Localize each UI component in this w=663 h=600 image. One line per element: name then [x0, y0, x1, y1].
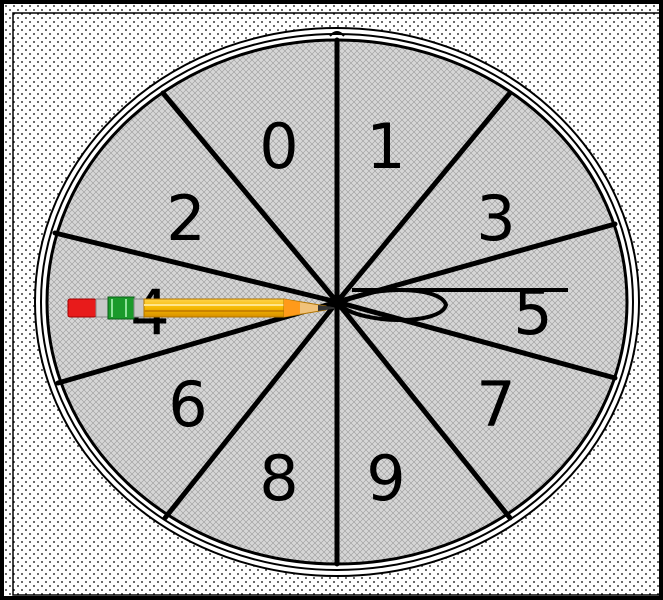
- sector-label-6: 6: [168, 368, 207, 441]
- sector-label-2: 2: [166, 182, 205, 255]
- sector-label-8: 8: [259, 442, 298, 515]
- sector-label-0: 0: [259, 110, 298, 183]
- sector-label-9: 9: [366, 442, 405, 515]
- sector-label-3: 3: [476, 182, 515, 255]
- sector-label-7: 7: [476, 368, 515, 441]
- sector-label-5: 5: [513, 276, 552, 349]
- sector-label-1: 1: [366, 110, 405, 183]
- pivot-icon: [334, 302, 342, 310]
